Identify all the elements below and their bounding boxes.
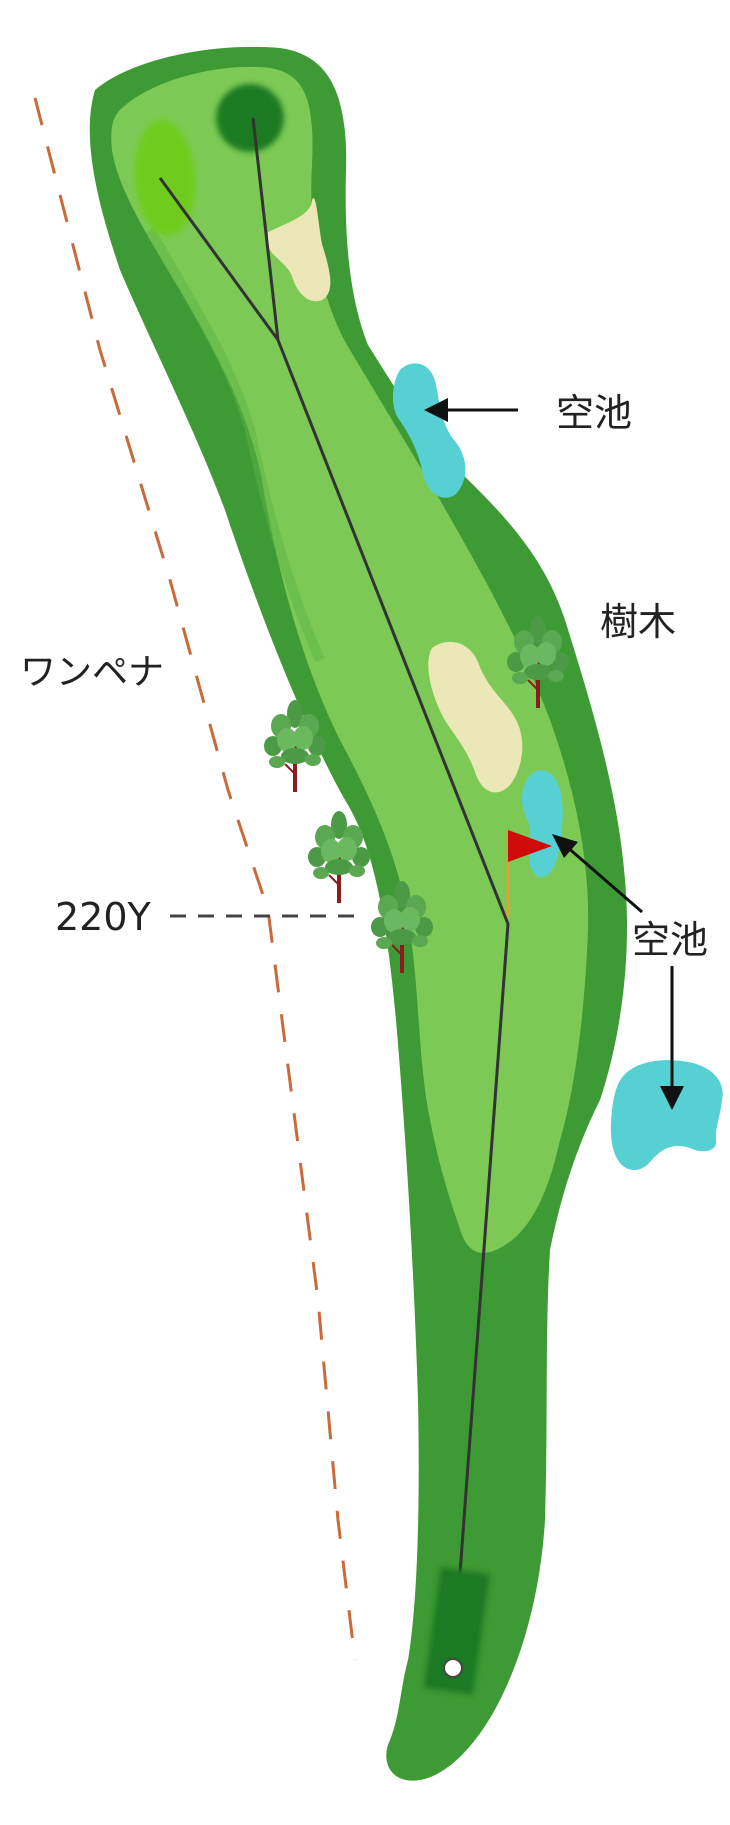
arrow-pond-upper <box>424 398 518 422</box>
pond-lower-label: 空池 <box>632 918 708 962</box>
arrow-pond-middle <box>552 834 643 914</box>
trees-label: 樹木 <box>600 600 676 644</box>
pond-upper-label: 空池 <box>556 391 632 435</box>
flag-icon <box>506 830 552 916</box>
tee-marker-icon <box>423 1567 491 1695</box>
play-line <box>158 117 510 1669</box>
rough-area <box>89 46 628 1781</box>
pond-lower <box>610 1060 723 1171</box>
bunker-upper <box>268 198 331 302</box>
tee-position <box>443 1658 463 1678</box>
pond-upper <box>392 363 466 498</box>
fairway-edge <box>145 227 325 663</box>
green-dark <box>216 84 284 152</box>
fairway-area <box>111 66 589 1253</box>
yardage-label: 220Y <box>55 895 152 939</box>
arrow-pond-lower <box>660 966 684 1110</box>
bunker-middle <box>428 641 523 793</box>
ob-label: ワンペナ <box>20 652 164 693</box>
